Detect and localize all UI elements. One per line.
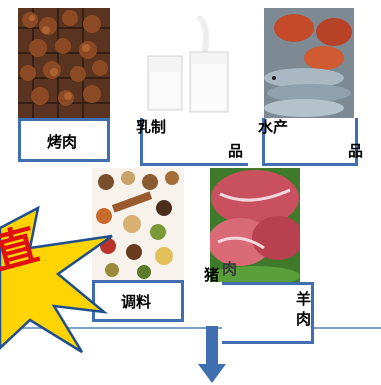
pork-label: 猪: [204, 266, 220, 284]
down-arrow-icon: [196, 326, 228, 384]
spices-photo: [92, 168, 184, 280]
dairy-label-line1: 乳制: [136, 118, 167, 136]
seafood-label-line2: 品: [348, 142, 364, 160]
seafood-photo: [264, 8, 354, 118]
dairy-label-box: [140, 118, 248, 166]
seafood-label-box: [262, 118, 358, 166]
mutton-label-line2: 肉: [296, 310, 312, 328]
pork-photo: [210, 168, 300, 282]
mutton-label-box: [222, 282, 314, 344]
divider-line: [0, 327, 381, 329]
bbq-label: 烤肉: [47, 133, 78, 151]
bbq-label-box: 烤肉: [18, 118, 110, 162]
spices-label-box: 调料: [92, 280, 184, 322]
dairy-photo: [140, 16, 236, 118]
spices-label: 调料: [121, 293, 152, 311]
mutton-label-line1: 羊: [296, 290, 312, 308]
starburst-callout: [0, 188, 120, 358]
dairy-label-line2: 品: [228, 142, 244, 160]
bbq-photo: [18, 8, 110, 118]
pork-label-tail: 肉: [222, 260, 238, 278]
seafood-label-line1: 水产: [258, 118, 289, 136]
